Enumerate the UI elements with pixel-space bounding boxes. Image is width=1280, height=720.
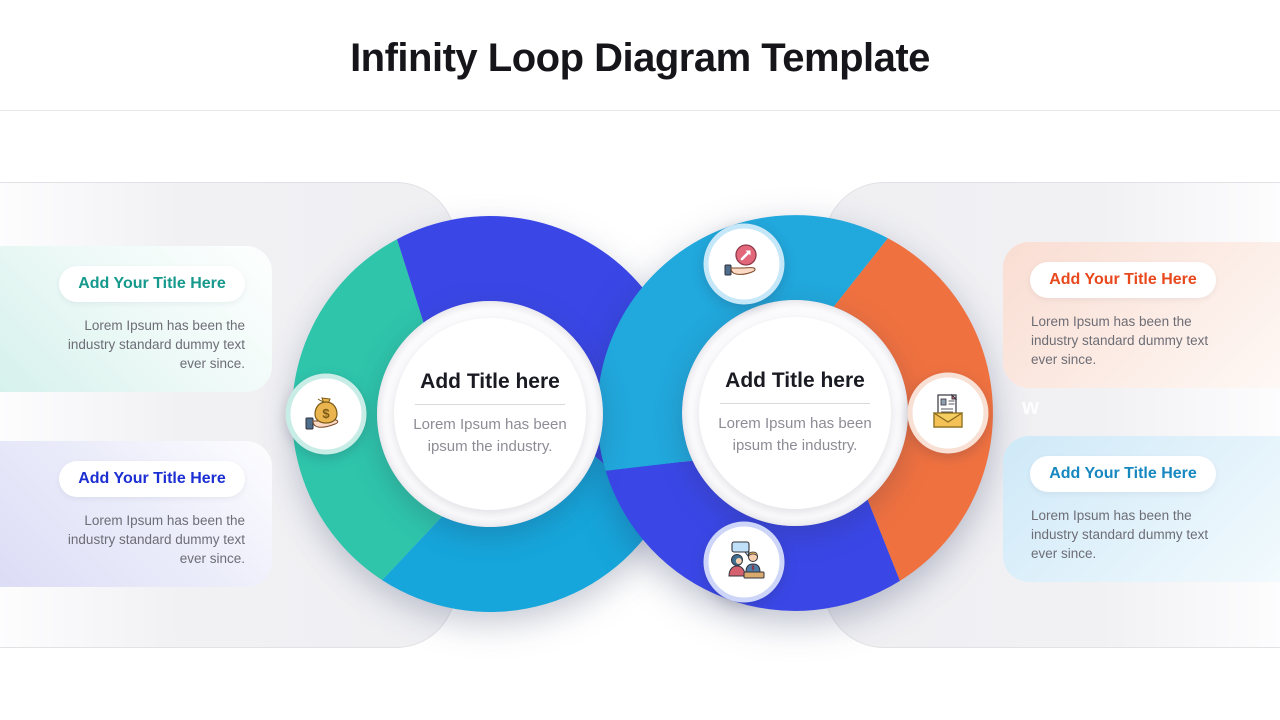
card-left-bottom[interactable]: Add Your Title Here Lorem Ipsum has been… [0,441,272,587]
loop-left-segment-teal[interactable] [291,239,443,581]
loop-right-title-divider [720,403,870,404]
loop-right-center-text[interactable]: Add Title here Lorem Ipsum has been ipsu… [680,369,910,457]
card-right-bottom-title: Add Your Title Here [1049,465,1197,482]
watermark: w [1022,394,1040,419]
loop-left-title[interactable]: Add Title here [420,370,560,393]
card-left-bottom-body[interactable]: Lorem Ipsum has been the industry standa… [67,513,245,566]
card-right-top-title-pill[interactable]: Add Your Title Here [1030,262,1216,298]
loop-right-segment-cyan[interactable] [597,215,888,471]
card-right-bottom[interactable]: Add Your Title Here Lorem Ipsum has been… [1003,436,1280,582]
card-left-bottom-title: Add Your Title Here [78,470,226,487]
loop-right-center-disc[interactable] [682,300,908,526]
card-left-top-title-pill[interactable]: Add Your Title Here [59,266,245,302]
loop-left-title-divider [415,404,565,405]
page-title: Infinity Loop Diagram Template [350,36,930,80]
card-left-top-title: Add Your Title Here [78,275,226,292]
card-left-top-body[interactable]: Lorem Ipsum has been the industry standa… [67,318,245,371]
title-divider [0,110,1280,111]
loop-right-title[interactable]: Add Title here [725,369,865,392]
hand-growth-arrow-badge[interactable] [703,223,785,305]
card-right-top-body[interactable]: Lorem Ipsum has been the industry standa… [1031,314,1209,367]
card-left-top[interactable]: Add Your Title Here Lorem Ipsum has been… [0,246,272,392]
money-in-hand-icon: $ [305,397,339,430]
mail-resume-icon [933,393,963,428]
loop-left-segment-cyan[interactable] [382,456,662,613]
card-right-bottom-title-pill[interactable]: Add Your Title Here [1030,456,1216,492]
discussion-icon [728,541,765,579]
card-right-bottom-body[interactable]: Lorem Ipsum has been the industry standa… [1031,508,1209,561]
mail-resume-badge[interactable] [907,372,989,454]
card-right-top[interactable]: Add Your Title Here Lorem Ipsum has been… [1003,242,1280,388]
svg-text:$: $ [322,406,330,421]
card-left-bottom-title-pill[interactable]: Add Your Title Here [59,461,245,497]
hand-growth-arrow-icon [724,244,757,276]
loop-left-body[interactable]: Lorem Ipsum has been ipsum the industry. [413,416,567,455]
card-right-top-title: Add Your Title Here [1049,271,1197,288]
discussion-badge[interactable] [703,521,785,603]
loop-left-center-text[interactable]: Add Title here Lorem Ipsum has been ipsu… [375,370,605,458]
money-in-hand-badge[interactable]: $ [285,373,367,455]
loop-left-center-disc[interactable] [377,301,603,527]
loop-right-body[interactable]: Lorem Ipsum has been ipsum the industry. [718,415,872,454]
